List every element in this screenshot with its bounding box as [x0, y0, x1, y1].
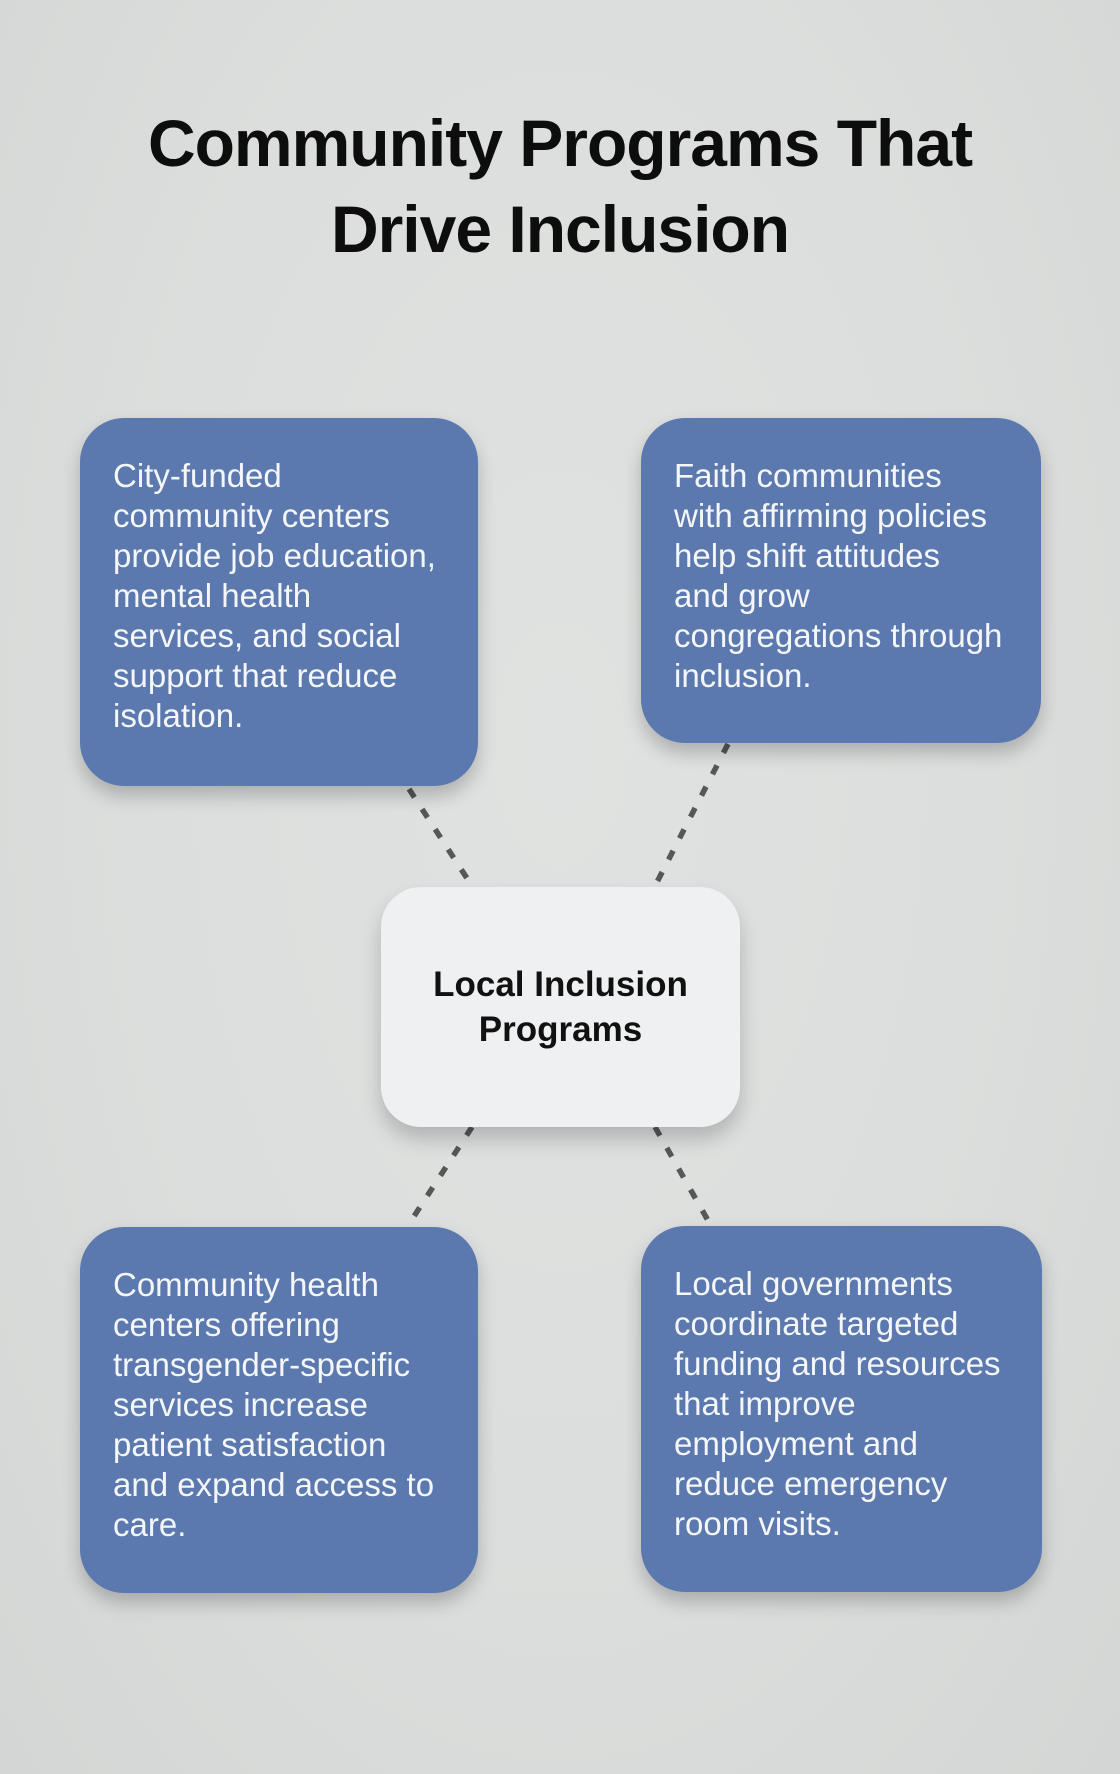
node-bottom-right: Local governments coordinate targeted fu…: [641, 1226, 1042, 1592]
node-top-right-text: Faith communities with affirming policie…: [674, 457, 1003, 694]
node-top-right: Faith communities with affirming policie…: [641, 418, 1041, 743]
node-bottom-left: Community health centers offering transg…: [80, 1227, 478, 1593]
node-top-left-text: City-funded community centers provide jo…: [113, 457, 436, 734]
node-bottom-left-text: Community health centers offering transg…: [113, 1266, 435, 1543]
connector-line-top-left: [406, 787, 475, 888]
node-top-left: City-funded community centers provide jo…: [80, 418, 478, 786]
center-node: Local Inclusion Programs: [381, 887, 740, 1127]
connector-line-bottom-left: [406, 1125, 475, 1226]
page-title: Community Programs That Drive Inclusion: [147, 106, 973, 266]
connector-line-bottom-right: [652, 1125, 713, 1226]
connector-line-top-right: [652, 742, 731, 888]
node-bottom-right-text: Local governments coordinate targeted fu…: [674, 1265, 1001, 1542]
center-node-label: Local Inclusion Programs: [433, 965, 688, 1049]
